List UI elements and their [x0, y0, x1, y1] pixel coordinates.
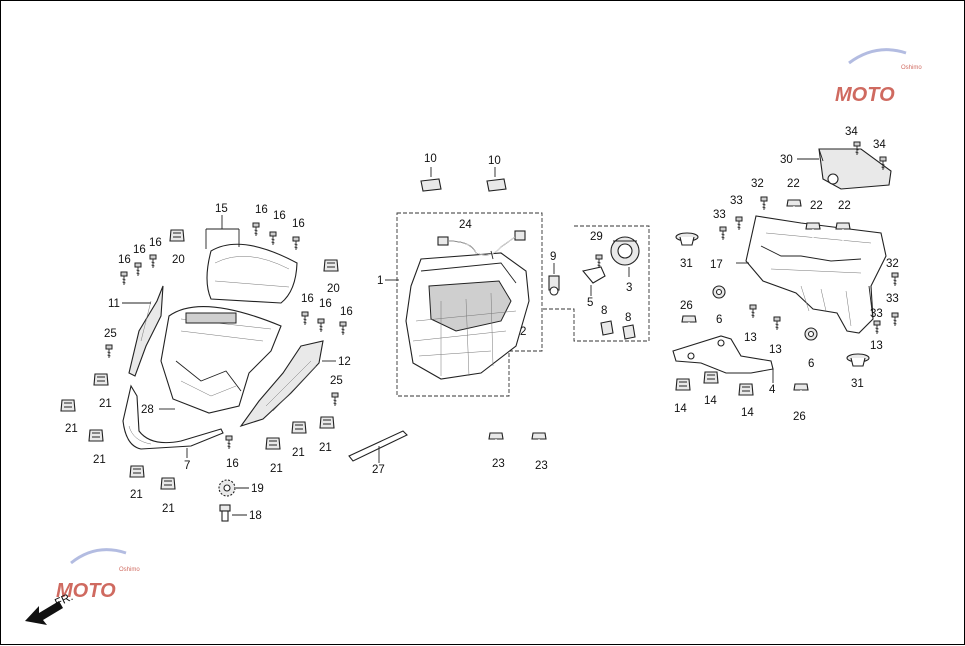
label-5: 5	[587, 297, 593, 309]
label-16e: 16	[273, 210, 286, 222]
headlight-unit	[405, 252, 530, 380]
label-16i: 16	[340, 306, 353, 318]
label-16d: 16	[255, 204, 268, 216]
label-21a: 21	[99, 398, 112, 410]
label-20a: 20	[172, 254, 185, 266]
svg-text:Oshimo: Oshimo	[901, 65, 922, 71]
windscreen-part	[206, 243, 298, 304]
label-34a: 34	[845, 126, 858, 138]
label-16c: 16	[149, 237, 162, 249]
label-8a: 8	[601, 305, 607, 317]
clip-10-b	[486, 178, 507, 192]
label-11: 11	[108, 298, 120, 310]
label-17: 17	[710, 259, 723, 271]
label-22a: 22	[787, 178, 800, 190]
mounting-plate-4	[672, 335, 774, 374]
label-15: 15	[215, 203, 228, 215]
label-20b: 20	[327, 283, 340, 295]
label-32a: 32	[751, 178, 764, 190]
hex-bolt-18	[219, 504, 231, 522]
label-33d: 33	[870, 308, 883, 320]
label-19: 19	[251, 483, 264, 495]
label-16h: 16	[319, 298, 332, 310]
label-21f: 21	[270, 463, 283, 475]
bulb-socket-3	[610, 236, 640, 266]
watermark-logo-bottom: MOTO Oshimo	[56, 548, 140, 602]
label-10b: 10	[488, 155, 501, 167]
label-10a: 10	[424, 153, 437, 165]
label-26a: 26	[680, 300, 693, 312]
small-clip-8-b	[622, 324, 636, 340]
spring-clip-5	[581, 266, 606, 284]
label-34b: 34	[873, 139, 886, 151]
clip-10-a	[420, 178, 442, 192]
label-13a: 13	[744, 332, 757, 344]
label-25a: 25	[104, 328, 117, 340]
label-31a: 31	[680, 258, 693, 270]
gear-part	[218, 479, 236, 497]
label-4: 4	[769, 384, 776, 396]
label-16f: 16	[292, 218, 305, 230]
headlight-bracket-frame	[745, 215, 887, 334]
label-3: 3	[626, 282, 632, 294]
label-23a: 23	[492, 458, 505, 470]
strap-27	[348, 430, 408, 462]
label-21e: 21	[162, 503, 175, 515]
bulb-socket-box	[542, 225, 650, 342]
label-12: 12	[338, 356, 351, 368]
label-21d: 21	[130, 489, 143, 501]
front-direction-arrow: FR.	[25, 591, 75, 625]
label-21h: 21	[319, 442, 332, 454]
label-13b: 13	[769, 344, 782, 356]
label-33c: 33	[886, 293, 899, 305]
label-16b: 16	[133, 244, 146, 256]
label-1: 1	[377, 275, 383, 287]
label-23b: 23	[535, 460, 548, 472]
label-13c: 13	[870, 340, 883, 352]
label-22b: 22	[810, 200, 823, 212]
label-8b: 8	[625, 312, 631, 324]
label-16g: 16	[301, 293, 314, 305]
right-side-cover	[239, 340, 324, 428]
label-27: 27	[372, 464, 385, 476]
label-29: 29	[590, 231, 603, 243]
label-14b: 14	[704, 395, 717, 407]
front-inner-panel	[160, 306, 282, 414]
svg-text:MOTO: MOTO	[56, 580, 116, 602]
label-16j: 16	[226, 458, 239, 470]
label-33a: 33	[713, 209, 726, 221]
bracket-30	[818, 148, 892, 190]
label-21b: 21	[65, 423, 78, 435]
small-clip-8-a	[600, 320, 614, 336]
label-9: 9	[550, 251, 556, 263]
svg-text:Oshimo: Oshimo	[119, 567, 140, 573]
label-6b: 6	[808, 358, 814, 370]
label-6a: 6	[716, 314, 722, 326]
label-22c: 22	[838, 200, 851, 212]
label-14a: 14	[674, 403, 687, 415]
label-24: 24	[459, 219, 472, 231]
label-16a: 16	[118, 254, 131, 266]
label-18: 18	[249, 510, 262, 522]
label-26b: 26	[793, 411, 806, 423]
left-side-cover	[128, 285, 164, 377]
label-21g: 21	[292, 447, 305, 459]
lower-front-cover	[122, 384, 224, 450]
svg-text:MOTO: MOTO	[835, 84, 895, 106]
label-31b: 31	[851, 378, 864, 390]
label-33b: 33	[730, 195, 743, 207]
label-32b: 32	[886, 258, 899, 270]
label-30: 30	[780, 154, 793, 166]
wiring-harness	[437, 230, 526, 260]
watermark-logo-top: MOTO Oshimo	[835, 48, 922, 106]
label-7: 7	[184, 460, 190, 472]
bulb-9	[548, 275, 560, 296]
label-25b: 25	[330, 375, 343, 387]
label-2: 2	[520, 326, 526, 338]
label-14c: 14	[741, 407, 754, 419]
label-21c: 21	[93, 454, 106, 466]
label-28: 28	[141, 404, 154, 416]
